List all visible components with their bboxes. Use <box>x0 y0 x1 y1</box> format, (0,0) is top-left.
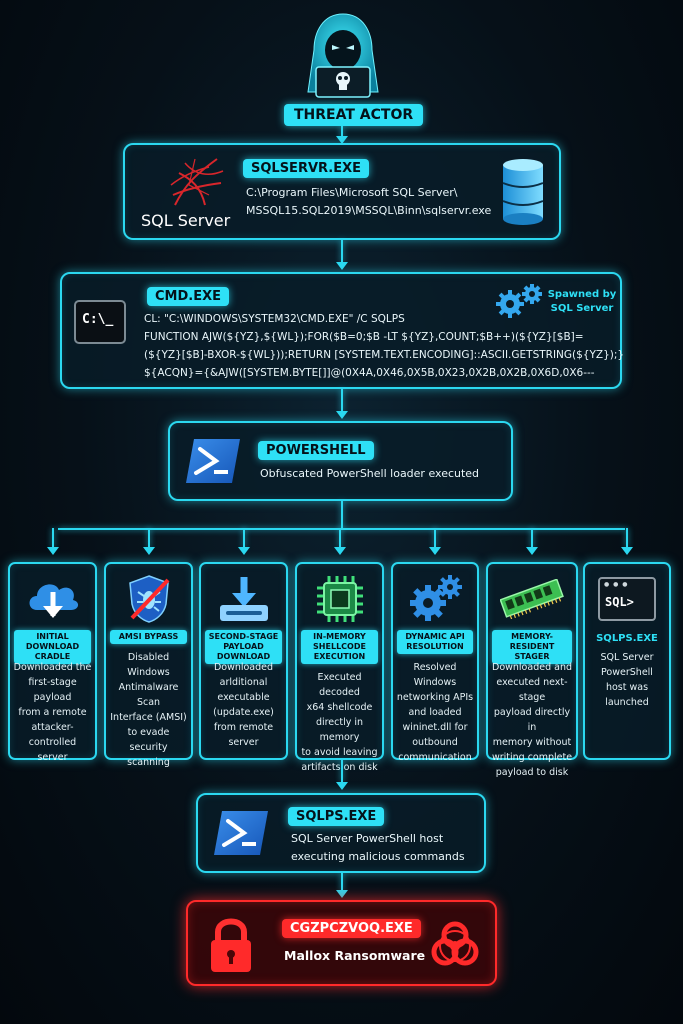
technique-card-title: INITIAL DOWNLOAD CRADLE <box>14 630 91 664</box>
database-icon <box>499 157 547 227</box>
amsi-shield-icon <box>106 572 191 626</box>
chip-icon <box>297 572 382 626</box>
cmd-box: C:\_ CMD.EXE Spawned by SQL Server CL: "… <box>60 272 625 389</box>
sqlps-line1: SQL Server PowerShell host <box>291 832 444 845</box>
technique-card: IN-MEMORY SHELLCODE EXECUTION Executed de… <box>295 562 384 773</box>
lock-icon <box>208 916 254 974</box>
ransomware-box: CGZPCZVOQ.EXE Mallox Ransomware <box>186 900 497 986</box>
sqlservr-path-line2: MSSQL15.SQL2019\MSSQL\Binn\sqlservr.exe <box>246 204 492 217</box>
spawned-by-line1: Spawned by <box>547 289 617 300</box>
ram-icon <box>488 572 576 626</box>
hacker-icon <box>298 12 388 102</box>
technique-card-text: Resolved Windows networking APIs and loa… <box>396 662 474 763</box>
spawned-by-line2: SQL Server <box>550 303 614 314</box>
download-tray-icon <box>201 572 286 626</box>
technique-card-title: DYNAMIC API RESOLUTION <box>397 630 473 654</box>
technique-card-title: SQLPS.EXE <box>596 633 658 644</box>
powershell-box: POWERSHELL Obfuscated PowerShell loader … <box>168 421 513 501</box>
powershell-tag: POWERSHELL <box>258 441 374 460</box>
technique-card-title: SECOND-STAGE PAYLOAD DOWNLOAD <box>205 630 282 664</box>
technique-card: ● ● ●SQL> SQLPS.EXE SQL Server PowerShell … <box>583 562 671 760</box>
powershell-desc: Obfuscated PowerShell loader executed <box>260 467 480 480</box>
technique-card-text: SQL Server PowerShell host was launched <box>600 652 654 708</box>
biohazard-icon <box>428 918 482 972</box>
ransomware-tag: CGZPCZVOQ.EXE <box>282 919 421 938</box>
sqlps-box: SQLPS.EXE SQL Server PowerShell host exe… <box>196 793 486 873</box>
technique-card-text: Downloaded the first-stage payload from … <box>13 662 92 763</box>
sql-server-logo: SQL Server <box>141 155 241 231</box>
spawned-by-label: Spawned by SQL Server <box>542 288 622 316</box>
sqlps-tag: SQLPS.EXE <box>288 807 385 826</box>
gears-icon <box>494 282 544 318</box>
technique-card-text: Downloaded and executed next-stage paylo… <box>491 662 573 778</box>
technique-card-title: IN-MEMORY SHELLCODE EXECUTION <box>301 630 378 664</box>
sql-console-text: SQL> <box>605 595 634 609</box>
ransomware-label: Mallox Ransomware <box>284 948 426 963</box>
cloud-download-icon <box>10 572 95 626</box>
threat-actor-label: THREAT ACTOR <box>284 104 424 126</box>
technique-card-text: Disabled Windows Antimalware Scan Interf… <box>110 652 187 768</box>
gears-icon <box>393 572 477 626</box>
cmd-line2: FUNCTION AJW(${YZ},${WL});FOR($B=0;$B -L… <box>144 331 584 343</box>
technique-card-text: Executed decoded x64 shellcode directly … <box>301 672 378 773</box>
powershell-icon <box>184 437 242 485</box>
cmd-line1: CL: "C:\WINDOWS\SYSTEM32\CMD.EXE" /C SQL… <box>144 313 405 325</box>
cmd-tag: CMD.EXE <box>147 287 229 306</box>
sqlps-line2: executing malicious commands <box>291 850 465 863</box>
technique-card-title: MEMORY-RESIDENT STAGER <box>492 630 572 664</box>
cmd-line3: (${YZ}[$B]-BXOR-${WL}));RETURN [SYSTEM.T… <box>144 349 625 361</box>
sqlservr-box: SQL Server SQLSERVR.EXE C:\Program Files… <box>123 143 561 240</box>
technique-card-text: Downloaded arlditional executable (updat… <box>213 662 274 748</box>
sqlps-powershell-icon <box>212 809 270 857</box>
sql-server-logo-text: SQL Server <box>141 211 231 230</box>
technique-card-title: AMSI BYPASS <box>110 630 187 644</box>
technique-card: DYNAMIC API RESOLUTION Resolved Windows n… <box>391 562 479 763</box>
terminal-icon-text: C:\_ <box>82 312 114 327</box>
cmd-line4: ${ACQN}={&AJW([SYSTEM.BYTE[]]@(0X4A,0X46… <box>144 367 595 379</box>
sqlservr-path-line1: C:\Program Files\Microsoft SQL Server\ <box>246 186 458 199</box>
sql-console-icon: ● ● ●SQL> <box>585 572 669 626</box>
technique-card: AMSI BYPASS Disabled Windows Antimalware … <box>104 562 193 768</box>
terminal-icon: C:\_ <box>74 300 126 344</box>
sqlservr-tag: SQLSERVR.EXE <box>243 159 369 178</box>
